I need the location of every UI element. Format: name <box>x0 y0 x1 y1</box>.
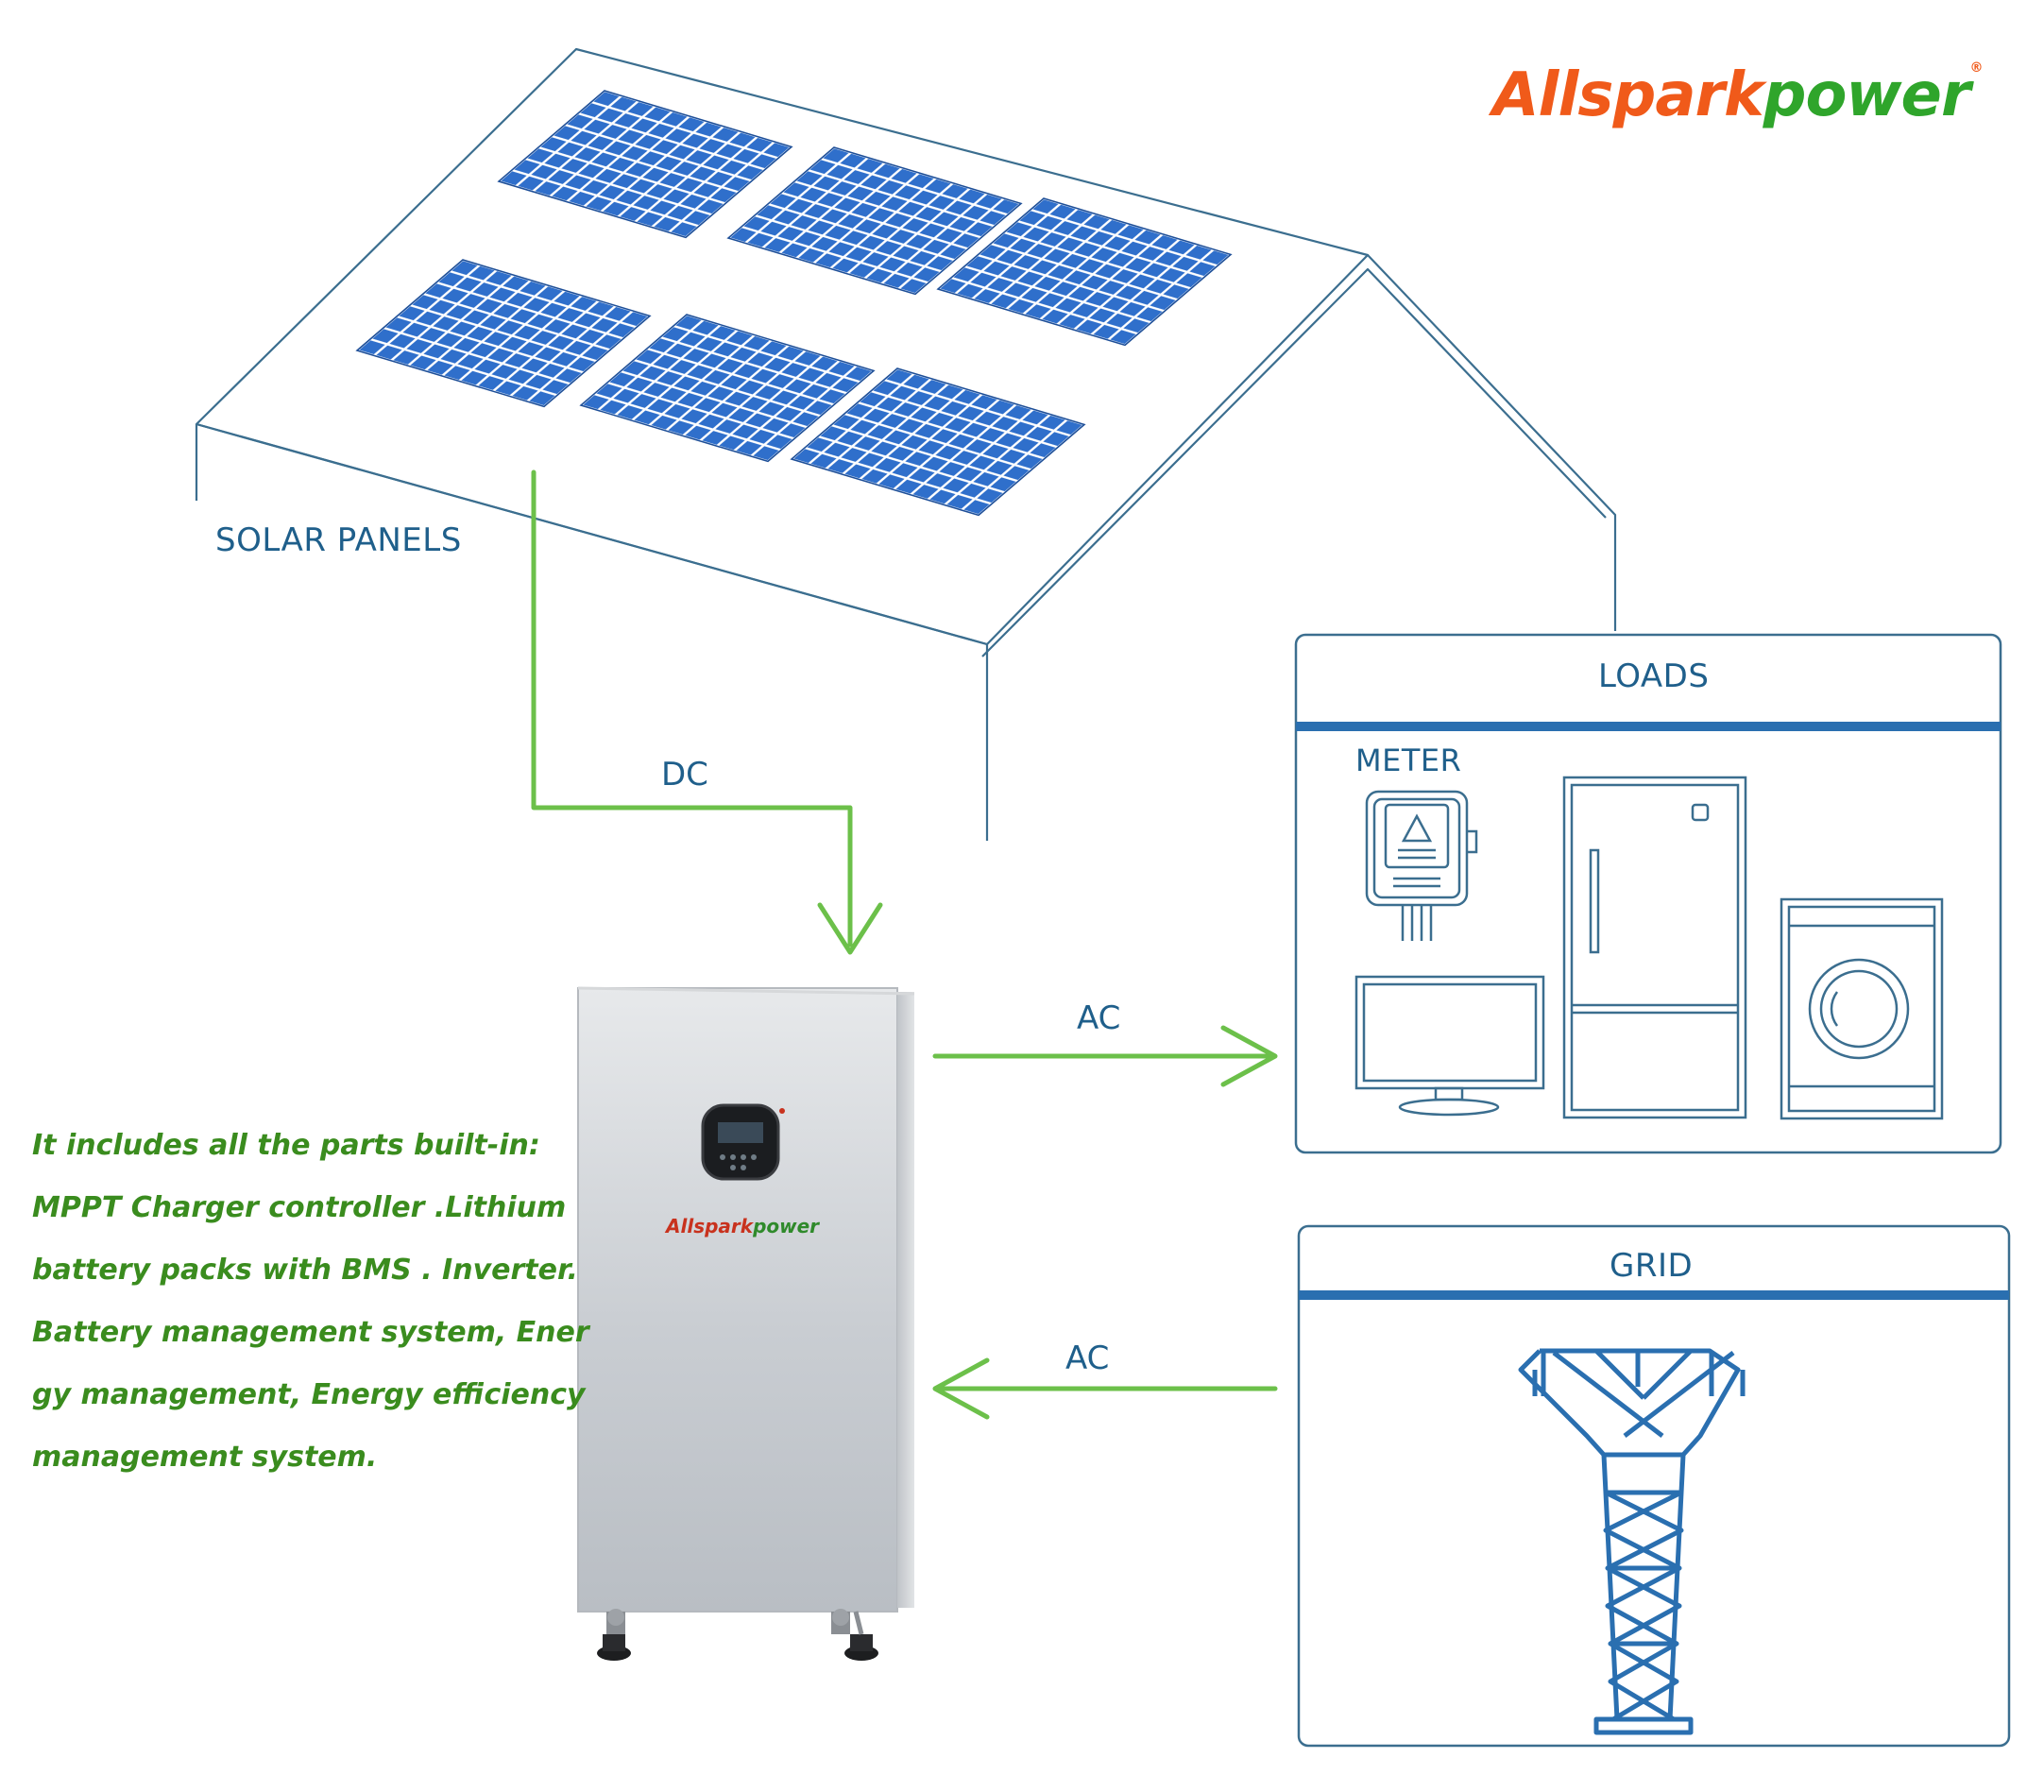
ac-in-arrow <box>932 1357 1278 1420</box>
solar-panel-array <box>355 90 1233 517</box>
loads-title: LOADS <box>1598 657 1710 695</box>
solar-panel-5 <box>579 314 876 463</box>
description-line: Battery management system, Ener <box>32 1316 589 1349</box>
fridge-icon <box>1562 776 1747 1119</box>
description-line: It includes all the parts built-in: <box>32 1129 540 1162</box>
description-line: MPPT Charger controller .Lithium <box>32 1191 567 1224</box>
grid-box <box>1297 1224 2011 1748</box>
meter-icon <box>1365 790 1478 941</box>
grid-title: GRID <box>1610 1247 1694 1285</box>
description-line: battery packs with BMS . Inverter. <box>32 1254 578 1287</box>
ac-out-arrow <box>932 1025 1278 1087</box>
solar-panels-label: SOLAR PANELS <box>215 521 462 559</box>
dc-arrow <box>531 469 883 955</box>
description-line: management system. <box>32 1441 378 1474</box>
cabinet-brand-part2: power <box>753 1215 820 1237</box>
description-line: gy management, Energy efficiency <box>32 1378 586 1411</box>
product-description: It includes all the parts built-in: MPPT… <box>32 1115 589 1489</box>
solar-panel-6 <box>790 367 1086 517</box>
brand-registered-mark: ® <box>1969 60 1984 76</box>
ac-in-label: AC <box>1065 1340 1110 1377</box>
cabinet-brand-part1: Allspark <box>666 1215 754 1237</box>
dc-label: DC <box>661 756 708 794</box>
energy-storage-cabinet <box>577 986 915 1661</box>
transmission-tower-icon <box>1518 1348 1746 1735</box>
meter-label: METER <box>1355 742 1462 778</box>
tv-icon <box>1354 975 1545 1117</box>
cabinet-brand-label: Allsparkpower <box>666 1215 819 1237</box>
solar-panel-3 <box>936 197 1233 347</box>
washer-icon <box>1780 897 1944 1120</box>
brand-logo: Allsparkpower® <box>1492 60 1984 130</box>
solar-panel-4 <box>355 259 652 408</box>
solar-panel-2 <box>726 146 1023 296</box>
brand-name-part1: Allspark <box>1492 60 1764 130</box>
solar-panel-1 <box>497 90 793 239</box>
loads-box <box>1294 633 2002 1154</box>
brand-name-part2: power <box>1763 60 1971 130</box>
house-outline <box>195 47 1617 841</box>
ac-out-label: AC <box>1077 999 1121 1037</box>
